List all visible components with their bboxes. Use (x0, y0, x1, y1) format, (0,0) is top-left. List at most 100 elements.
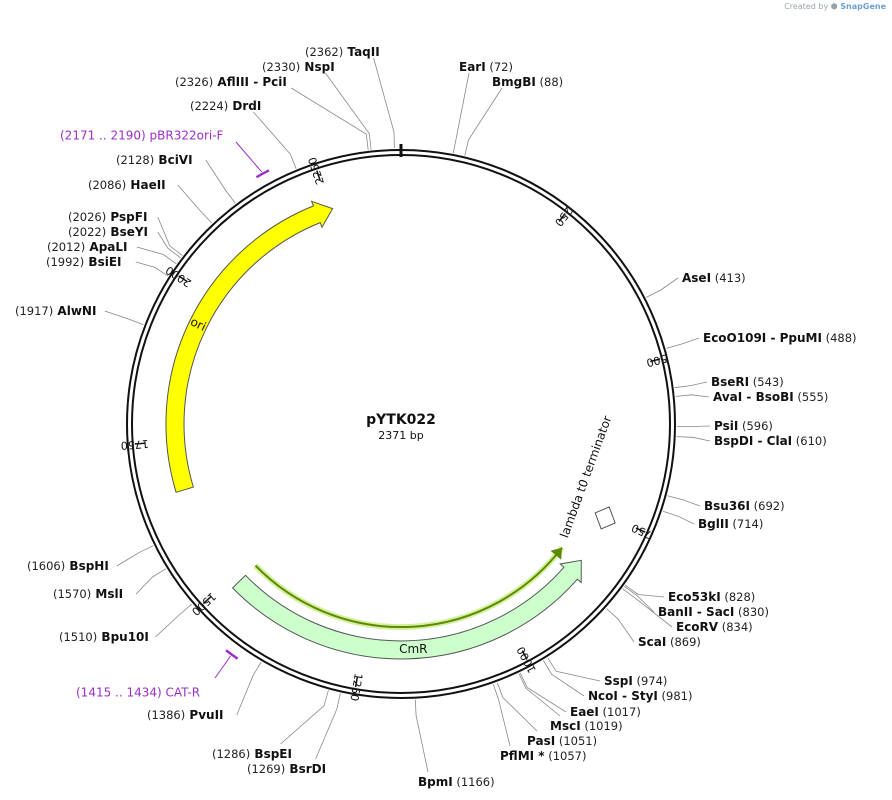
site-leader-pvuii (236, 661, 262, 716)
site-position: (88) (536, 75, 563, 89)
site-leader-pasi (496, 682, 538, 732)
site-name: PsiI (714, 419, 738, 433)
site-leader-bglii (662, 510, 695, 525)
site-leader-bspei (280, 690, 329, 745)
site-name: PspFI (106, 210, 147, 224)
plasmid-length: 2371 bp (378, 429, 423, 442)
site-label-msli: (1570) MslI (53, 587, 123, 601)
site-label-taqii: (2362) TaqII (305, 45, 380, 59)
site-leader-ecoo109i-ppumi (666, 337, 700, 349)
site-leader-msci (518, 673, 561, 717)
site-position: (2012) (47, 240, 85, 254)
site-leader-bseri (674, 381, 708, 389)
site-position: (1057) (545, 749, 587, 763)
site-position: (714) (729, 517, 764, 531)
snapgene-logo-icon: ⬢ (830, 2, 838, 11)
site-name: BciVI (154, 153, 192, 167)
tick-mark (635, 527, 646, 533)
site-leader-haeii (177, 184, 213, 224)
site-name: - StyI (618, 689, 658, 703)
site-name: NcoI (588, 689, 618, 703)
site-label-bspdi-clai: BspDI - ClaI (610) (714, 434, 827, 448)
site-leader-eaei (519, 672, 567, 713)
site-label-avai-bsobi: AvaI - BsoBI (555) (713, 390, 828, 404)
site-name: SspI (604, 674, 633, 688)
site-position: (2022) (68, 225, 106, 239)
site-label-bsu36i: Bsu36I (692) (704, 499, 785, 513)
site-leader-bsiei (135, 261, 169, 277)
site-leader-bseyi (157, 231, 181, 259)
tick-label: 1000 (514, 644, 539, 675)
site-name: PflMI * (500, 749, 545, 763)
site-name: - SacI (693, 605, 735, 619)
site-name: BanII (658, 605, 693, 619)
site-label-scai: ScaI (869) (638, 635, 701, 649)
site-position: (974) (633, 674, 668, 688)
site-label-pflmi: PflMI * (1057) (500, 749, 586, 763)
site-label-bpu10i: (1510) Bpu10I (59, 630, 149, 644)
site-leader-drdi (253, 111, 297, 169)
site-name: AvaI (713, 390, 742, 404)
site-leader-psii (676, 425, 711, 427)
pbr322ori-f-primer-mark (255, 169, 270, 179)
tick-mark (178, 275, 188, 283)
tick-mark (354, 677, 359, 688)
site-label-nspi: (2330) NspI (262, 60, 335, 74)
site-leader-eco53ki (624, 584, 665, 598)
site-leader-bsu36i (667, 495, 701, 507)
site-name: BpmI (418, 775, 453, 789)
site-label-afliii-pcii: (2326) AflIII - PciI (175, 75, 287, 89)
tick-label: 1750 (120, 437, 149, 452)
site-leader-bsphi (116, 545, 154, 567)
site-position: (1286) (212, 747, 250, 761)
orf-arrowhead (550, 547, 562, 560)
cat-r-primer-label: (1415 .. 1434) CAT-R (76, 686, 200, 700)
site-name: EcoRV (676, 620, 719, 634)
credit-brand: SnapGene (840, 2, 886, 11)
site-position: (1992) (46, 255, 84, 269)
site-leader-msli (135, 568, 167, 595)
site-position: (1051) (555, 734, 597, 748)
site-position: (610) (792, 434, 827, 448)
site-label-bspei: (1286) BspEI (212, 747, 292, 761)
site-leader-avai-bsobi (675, 394, 710, 398)
site-label-eco53ki: Eco53kI (828) (668, 590, 755, 604)
site-name: BspHI (65, 559, 109, 573)
site-position: (488) (822, 331, 857, 345)
site-name: ApaLI (85, 240, 127, 254)
site-position: (834) (718, 620, 753, 634)
site-position: (692) (750, 499, 785, 513)
site-leader-ecorv (622, 588, 673, 628)
pbr322ori-f-primer-leader (235, 141, 263, 173)
site-leader-scai (606, 608, 635, 643)
tick-mark (316, 170, 321, 181)
site-label-drdi: (2224) DrdI (190, 99, 261, 113)
site-name: - ClaI (753, 434, 792, 448)
site-name: PvuII (185, 708, 223, 722)
site-name: BspEI (250, 747, 292, 761)
site-label-pasi: PasI (1051) (527, 734, 597, 748)
site-leader-nspi (325, 72, 372, 150)
backbone (126, 144, 676, 699)
site-leader-eari (452, 72, 470, 154)
site-leader-afliii-pcii (290, 87, 369, 151)
site-position: (2362) (305, 45, 343, 59)
site-name: AseI (682, 271, 711, 285)
site-name: - PciI (249, 75, 287, 89)
site-label-psii: PsiI (596) (714, 419, 773, 433)
site-position: (1019) (581, 719, 623, 733)
site-leader-bcivi (205, 159, 236, 204)
site-name: DrdI (228, 99, 261, 113)
site-leader-bsrdi (315, 693, 341, 760)
site-name: HaeII (126, 178, 165, 192)
site-label-bsrdi: (1269) BsrDI (247, 762, 326, 776)
restriction-sites: (2362) TaqII(2330) NspI(2326) AflIII - P… (15, 45, 857, 789)
site-position: (2128) (116, 153, 154, 167)
primers: (2171 .. 2190) pBR322ori-F(1415 .. 1434)… (60, 129, 270, 700)
site-position: (1017) (599, 705, 641, 719)
cat-r-primer-mark (225, 649, 239, 660)
site-name: ScaI (638, 635, 666, 649)
site-leader-ncoi-styi (543, 660, 585, 697)
site-leader-bmgbi (464, 87, 503, 156)
